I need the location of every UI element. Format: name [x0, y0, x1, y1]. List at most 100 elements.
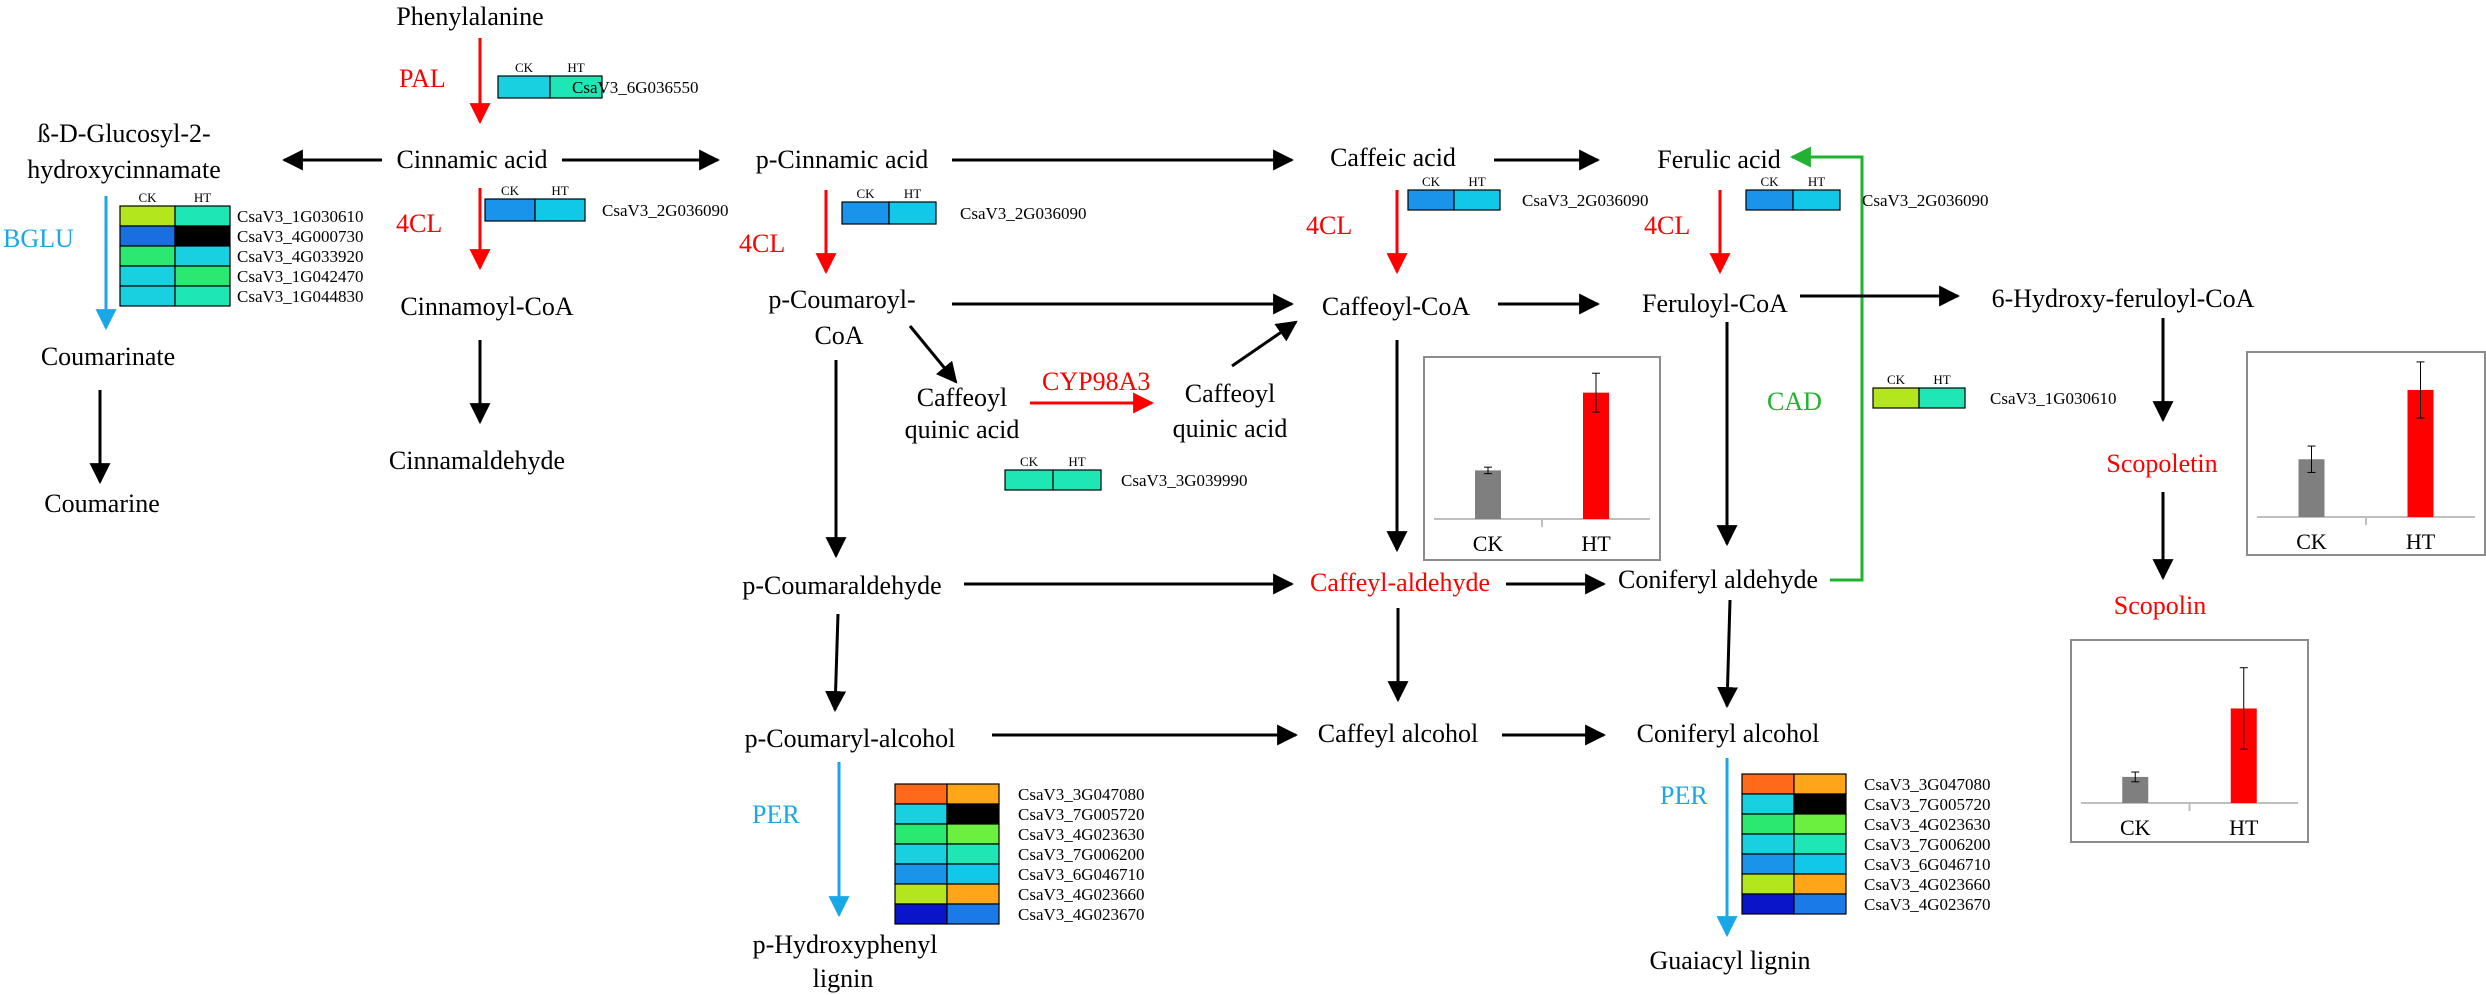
bar-chart-3: CK HT [2070, 639, 2309, 843]
heatmap-cell-ht [1793, 793, 1847, 815]
heatmap-cell-ht [946, 903, 1000, 925]
metabolite-caffeyl-alcohol: Caffeyl alcohol [1318, 719, 1479, 748]
enzyme-per-2: PER [1660, 781, 1708, 810]
heatmap-cell-ck [1741, 793, 1795, 815]
heatmap-cell-ht [174, 265, 231, 287]
heatmap-cell-ht [174, 285, 231, 307]
heatmap-cell-ck [1407, 189, 1455, 211]
chart-tick-label: CK [2120, 815, 2151, 840]
heatmap-cell-ck [119, 245, 176, 267]
heatmap-cell-ht [1918, 387, 1966, 409]
heatmap-cell-ht [1793, 853, 1847, 875]
heatmap-cell-ht [946, 863, 1000, 885]
heatmap-cell-ck [1004, 469, 1054, 491]
heatmap-cell-ht [1793, 813, 1847, 835]
enzyme-4cl-1: 4CL [396, 209, 442, 238]
heatmap-header-ht: HT [1068, 454, 1085, 469]
heatmap-cell-ht [946, 783, 1000, 805]
heatmap-cell-ck [1741, 873, 1795, 895]
heatmap-cell-ck [497, 75, 551, 99]
heatmap-cell-ht [174, 205, 231, 227]
metabolite-p-coumaraldehyde: p-Coumaraldehyde [742, 571, 941, 600]
gene-id: CsaV3_1G042470 [237, 267, 364, 286]
metabolite-p-hydroxyphenyl-line1: p-Hydroxyphenyl [753, 930, 938, 959]
heatmap-header-ht: HT [1808, 174, 1825, 189]
metabolite-caffeoyl-coa: Caffeoyl-CoA [1322, 292, 1470, 321]
chart-tick-label: HT [2229, 815, 2259, 840]
metabolites: Phenylalanine ß-D-Glucosyl-2- hydroxycin… [27, 2, 2254, 993]
gene-id: CsaV3_7G005720 [1864, 795, 1991, 814]
heatmap-header-ht: HT [551, 183, 568, 198]
chart-tick-label: CK [2296, 529, 2327, 554]
metabolite-caffeoyl-quinic-b-line2: quinic acid [1173, 414, 1288, 443]
heatmap-cell-ck [894, 903, 948, 925]
heatmap-header-ht: HT [194, 190, 211, 205]
heatmap-cell-ck [894, 803, 948, 825]
gene-id: CsaV3_1G030610 [237, 207, 364, 226]
gene-id: CsaV3_4G023660 [1864, 875, 1991, 894]
metabolite-scopolin: Scopolin [2114, 591, 2206, 620]
enzyme-cad: CAD [1767, 387, 1822, 416]
gene-id: CsaV3_7G006200 [1864, 835, 1991, 854]
gene-id: CsaV3_4G023630 [1018, 825, 1145, 844]
heatmap-header-ck: CK [1020, 454, 1039, 469]
metabolite-p-coumaryl-alcohol: p-Coumaryl-alcohol [745, 724, 956, 753]
heatmap-header-ck: CK [1760, 174, 1779, 189]
heatmap-cell-ck [484, 198, 536, 222]
enzyme-4cl-2: 4CL [739, 229, 785, 258]
heatmap-cell-ck [1872, 387, 1920, 409]
metabolite-feruloyl-coa: Feruloyl-CoA [1642, 289, 1788, 318]
arrow-coniferylaldehyde-to-alcohol [1717, 599, 1739, 709]
heatmap-fourcl-1: CK HT CsaV3_2G036090 [484, 183, 729, 222]
metabolite-cinnamaldehyde: Cinnamaldehyde [389, 446, 565, 475]
metabolite-guaiacyl-lignin: Guaiacyl lignin [1649, 946, 1810, 975]
arrow-pcoumaroyl-to-caffeoylquinic [908, 325, 958, 384]
heatmap-per-2: CsaV3_3G047080CsaV3_7G005720CsaV3_4G0236… [1741, 773, 1991, 915]
enzymes: PAL BGLU 4CL 4CL 4CL 4CL CYP98A3 CAD PER… [3, 64, 1822, 829]
heatmap-header-ht: HT [904, 186, 921, 201]
gene-id: CsaV3_3G047080 [1864, 775, 1991, 794]
arrows [89, 38, 2174, 938]
heatmap-cell-ck [119, 265, 176, 287]
heatmap-header-ck: CK [501, 183, 520, 198]
gene-id: CsaV3_2G036090 [1522, 191, 1649, 210]
metabolite-cinnamoyl-coa: Cinnamoyl-CoA [400, 292, 574, 321]
heatmap-header-ck: CK [138, 190, 157, 205]
heatmap-cell-ht [1793, 873, 1847, 895]
metabolite-p-hydroxyphenyl-line2: lignin [813, 964, 874, 993]
heatmap-cell-ck [1741, 853, 1795, 875]
metabolite-glucosyl-line1: ß-D-Glucosyl-2- [37, 119, 210, 148]
chart-tick-label: HT [2406, 529, 2436, 554]
chart-tick-label: CK [1473, 531, 1504, 556]
heatmap-cell-ck [1745, 189, 1794, 211]
gene-id: CsaV3_4G023660 [1018, 885, 1145, 904]
heatmap-cell-ht [1793, 893, 1847, 915]
heatmap-cell-ht [549, 75, 603, 99]
metabolite-coumarine: Coumarine [44, 489, 160, 518]
heatmap-cell-ck [119, 225, 176, 247]
heatmap-header-ht: HT [1468, 174, 1485, 189]
heatmap-cell-ck [894, 863, 948, 885]
heatmap-cell-ck [894, 843, 948, 865]
heatmap-cell-ht [534, 198, 586, 222]
heatmap-cell-ck [1741, 893, 1795, 915]
gene-id: CsaV3_4G023670 [1864, 895, 1991, 914]
heatmap-cell-ck [894, 883, 948, 905]
gene-id: CsaV3_3G047080 [1018, 785, 1145, 804]
heatmap-header-ht: HT [1933, 372, 1950, 387]
arrow-caffeoylquinic-to-caffeoylcoa [1231, 320, 1298, 368]
gene-id: CsaV3_4G023630 [1864, 815, 1991, 834]
heatmap-cell-ck [1741, 773, 1795, 795]
heatmap-cell-ht [174, 245, 231, 267]
enzyme-bglu: BGLU [3, 224, 74, 253]
gene-id: CsaV3_2G036090 [602, 201, 729, 220]
heatmap-cell-ht [946, 843, 1000, 865]
heatmap-cell-ck [841, 201, 890, 225]
heatmap-cell-ck [119, 285, 176, 307]
